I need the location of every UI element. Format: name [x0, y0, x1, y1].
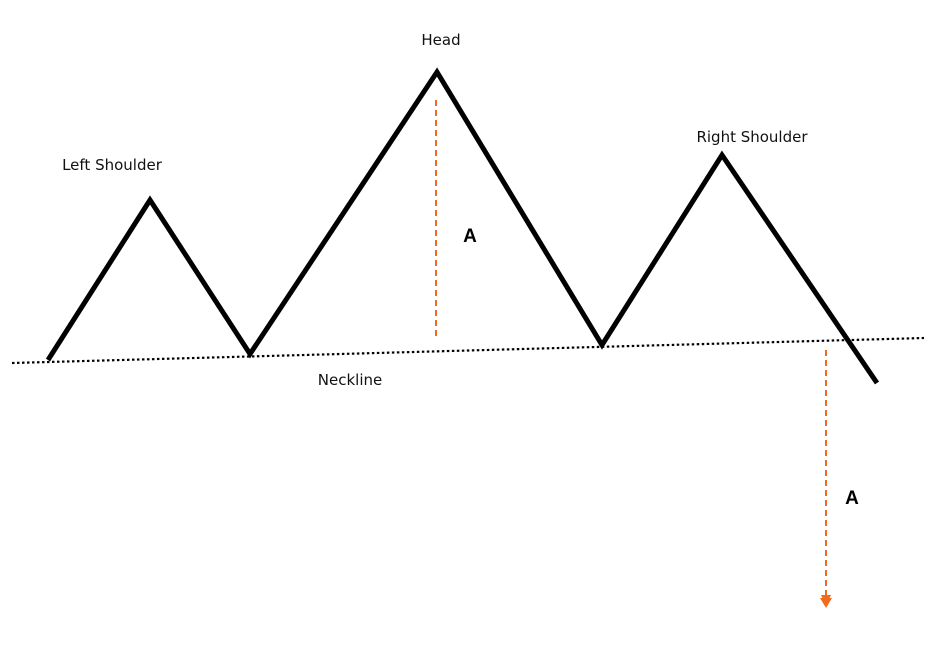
- neckline: [11, 336, 925, 365]
- height-marker-label: A: [463, 226, 477, 247]
- left-shoulder-label: Left Shoulder: [62, 156, 163, 174]
- right-shoulder-label: Right Shoulder: [696, 128, 808, 146]
- arrowhead: [820, 598, 832, 608]
- target-marker-label: A: [845, 488, 859, 509]
- neckline-label: Neckline: [318, 371, 382, 389]
- head-label: Head: [421, 31, 460, 49]
- price-line: [45, 67, 880, 385]
